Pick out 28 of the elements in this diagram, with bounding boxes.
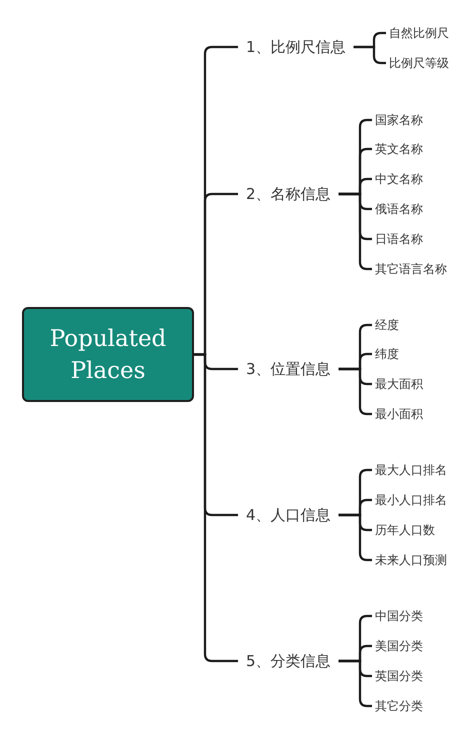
- leaf-label: 英文名称: [372, 141, 426, 157]
- leaf-label: 最大人口排名: [372, 462, 450, 478]
- branch-label: 5、分类信息: [238, 651, 339, 671]
- topic-box: Populated Places: [22, 307, 194, 402]
- leaf-label: 最小人口排名: [372, 492, 450, 508]
- leaf-label: 比例尺等级: [386, 55, 452, 71]
- leaf-label: 英国分类: [372, 668, 426, 684]
- leaf-label: 未来人口预测: [372, 552, 450, 568]
- leaf-label: 最大面积: [372, 376, 426, 392]
- connector-line: [194, 353, 238, 662]
- leaf-label: 其它分类: [372, 698, 426, 714]
- leaf-label: 国家名称: [372, 112, 426, 128]
- leaf-label: 历年人口数: [372, 522, 438, 538]
- branch-label: 4、人口信息: [238, 505, 339, 525]
- branch-label: 1、比例尺信息: [238, 37, 354, 57]
- branch-label: 2、名称信息: [238, 184, 339, 204]
- branch-label: 3、位置信息: [238, 359, 339, 379]
- leaf-label: 俄语名称: [372, 201, 426, 217]
- leaf-label: 其它语言名称: [372, 261, 450, 277]
- leaf-label: 中文名称: [372, 171, 426, 187]
- leaf-label: 自然比例尺: [386, 25, 452, 41]
- leaf-label: 最小面积: [372, 406, 426, 422]
- leaf-label: 美国分类: [372, 638, 426, 654]
- leaf-label: 日语名称: [372, 231, 426, 247]
- leaf-label: 中国分类: [372, 608, 426, 624]
- leaf-label: 经度: [372, 317, 402, 333]
- leaf-label: 纬度: [372, 346, 402, 362]
- connector-line: [354, 46, 386, 64]
